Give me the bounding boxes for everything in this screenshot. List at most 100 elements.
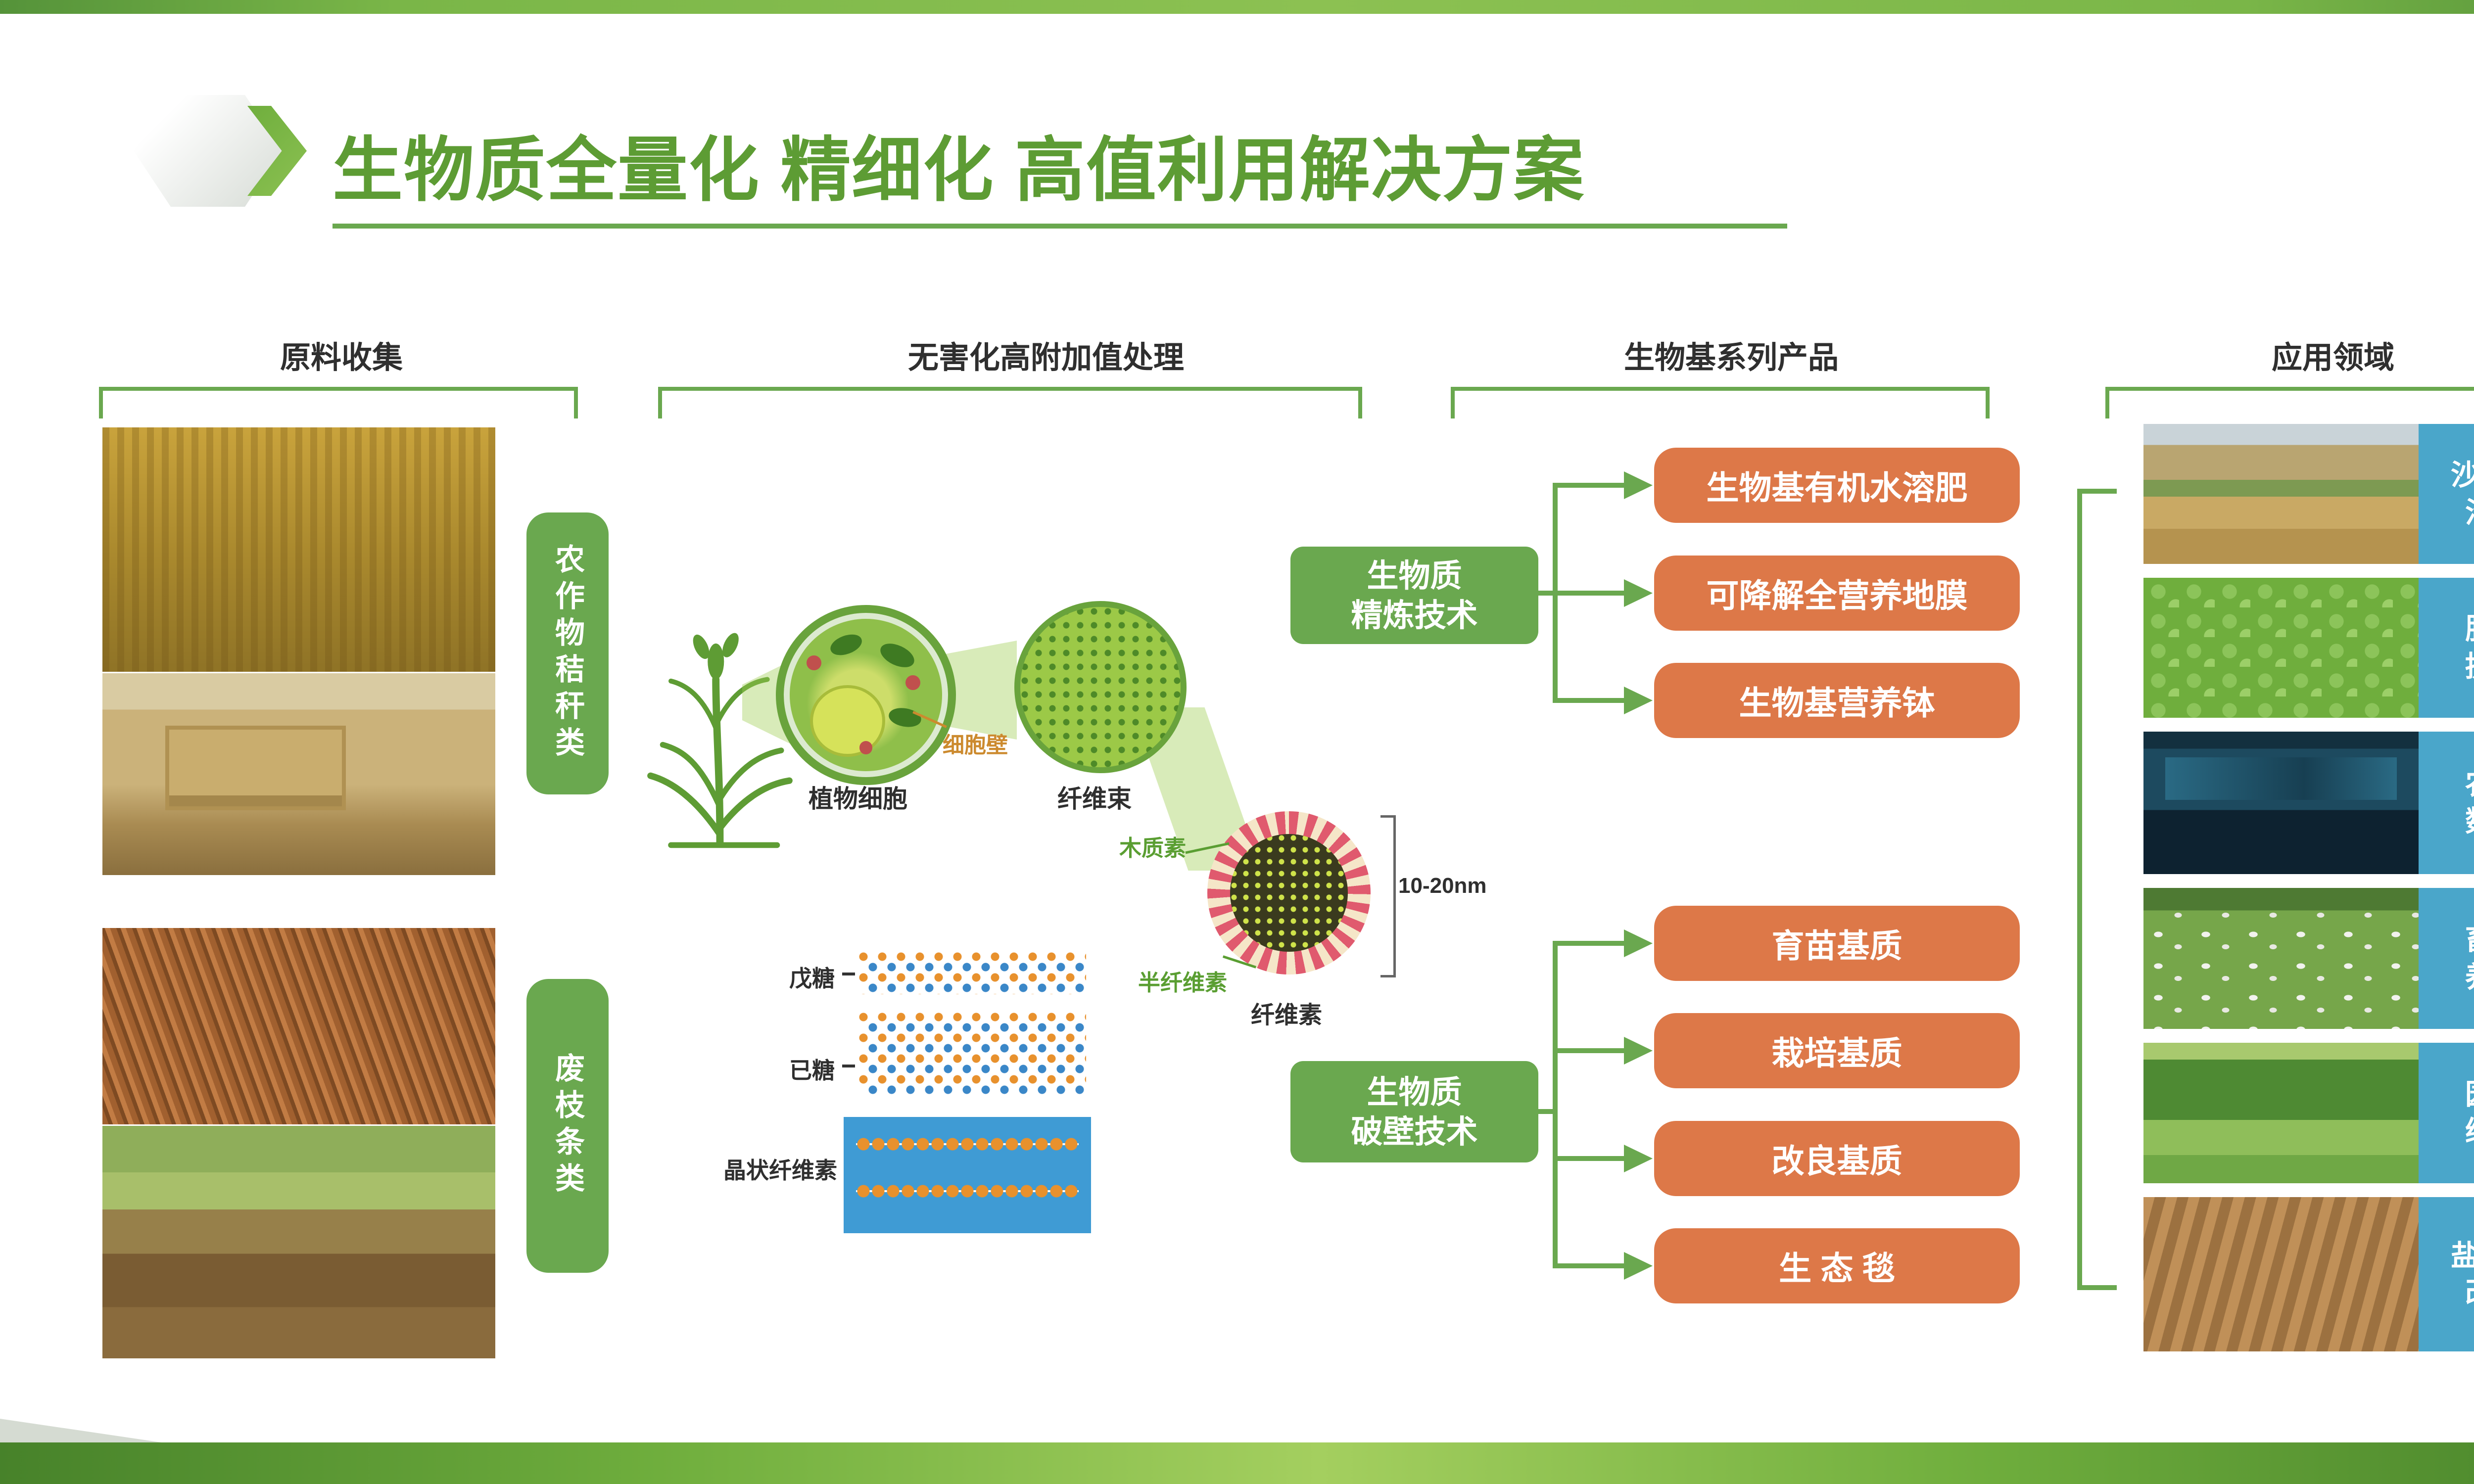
- label-fiber-bundle: 纤维束: [1057, 785, 1132, 813]
- product-ecological-blanket: 生 态 毯: [1654, 1228, 2020, 1303]
- app-label-line: 沙漠化: [2450, 459, 2474, 492]
- fiber-bundle-diagram: [1014, 601, 1187, 773]
- connector-line: [1553, 1156, 1628, 1161]
- label-lignin: 木质素: [1119, 835, 1187, 861]
- connector-line: [1553, 483, 1628, 488]
- app-label-desertification: 沙漠化 治理: [2419, 424, 2474, 564]
- label-cellulose: 纤维素: [1251, 1002, 1323, 1028]
- connector-line: [1553, 698, 1628, 703]
- product-water-soluble-fertilizer: 生物基有机水溶肥: [1654, 448, 2020, 523]
- photo-saline-land: [2143, 1197, 2419, 1351]
- photo-landscaping: [2143, 1043, 2419, 1183]
- cellulose-chain: [856, 1137, 1079, 1152]
- header-raw-collection: 原料收集: [280, 341, 403, 375]
- wall-breaking-tech-box: 生物质 破壁技术: [1290, 1061, 1538, 1162]
- cell-nucleus: [810, 685, 885, 757]
- arrow-icon: [1624, 687, 1653, 714]
- app-label-landscaping: 园林 绿化: [2419, 1043, 2474, 1183]
- photo-waste-branches: [102, 928, 495, 1124]
- app-label-saline-land: 盐碱地 改良: [2419, 1197, 2474, 1351]
- app-label-line: 改良: [2465, 1274, 2474, 1311]
- bracket-raw-collection: [99, 387, 578, 418]
- app-label-line: 肥力: [2465, 610, 2474, 648]
- bracket-products: [1451, 387, 1990, 418]
- arrow-icon: [1624, 929, 1653, 957]
- pentose-dash: [842, 973, 855, 975]
- connector-line: [1536, 591, 1628, 596]
- category-waste-branches: 废枝条类: [526, 979, 609, 1273]
- cell-organelle: [859, 741, 873, 754]
- cell-organelle: [807, 655, 822, 671]
- page-title: 生物质全量化 精细化 高值利用解决方案: [333, 131, 1585, 210]
- top-accent-bar: [0, 0, 2474, 14]
- app-label-line: 养殖: [2465, 959, 2474, 996]
- app-label-line: 畜牧: [2465, 921, 2474, 958]
- header-processing: 无害化高附加值处理: [907, 341, 1184, 375]
- footer-fold-right: [2471, 1419, 2474, 1443]
- header-applications: 应用领域: [2271, 341, 2394, 375]
- label-hemicellulose: 半纤维素: [1138, 970, 1228, 995]
- product-seedling-substrate: 育苗基质: [1654, 906, 2020, 981]
- wall-breaking-tech-line2: 破壁技术: [1351, 1113, 1478, 1150]
- app-label-line: 农业: [2465, 766, 2474, 803]
- photo-corn-straw: [102, 427, 495, 672]
- bracket-applications: [2105, 387, 2474, 418]
- refining-tech-box: 生物质 精炼技术: [1290, 547, 1538, 644]
- photo-desertification: [2143, 424, 2419, 564]
- crystalline-cellulose-diagram: [844, 1117, 1091, 1233]
- app-label-line: 提升: [2465, 648, 2474, 685]
- cellulose-chain: [856, 1184, 1079, 1199]
- label-hexose: 已糖: [789, 1058, 835, 1083]
- photo-fertility: [2143, 578, 2419, 718]
- app-label-line: 园林: [2465, 1076, 2474, 1113]
- product-nutrient-pot: 生物基营养钵: [1654, 663, 2020, 738]
- connector-line: [1553, 1048, 1628, 1053]
- app-label-line: 治理: [2465, 494, 2474, 531]
- connector-trunk: [1553, 483, 1558, 703]
- photo-orchard-branches: [102, 1126, 495, 1358]
- cell-organelle: [887, 705, 923, 729]
- app-label-line: 绿化: [2465, 1113, 2474, 1150]
- cell-organelle: [827, 631, 865, 659]
- app-label-line: 数据: [2465, 803, 2474, 840]
- hexose-dash: [842, 1065, 855, 1067]
- connector-line: [1553, 1263, 1628, 1268]
- pentose-bead-rows: [858, 951, 1086, 994]
- connector-line: [1536, 1109, 1558, 1114]
- footer-fold-left: [0, 1419, 168, 1443]
- hexose-bead-rows: [858, 1011, 1086, 1094]
- arrow-icon: [1624, 1252, 1653, 1280]
- arrow-icon: [1624, 471, 1653, 499]
- title-underline: [333, 224, 1787, 229]
- refining-tech-line1: 生物质: [1367, 557, 1462, 594]
- label-crystalline-cellulose: 晶状纤维素: [723, 1158, 837, 1183]
- fiber-cross-section-diagram: [1207, 811, 1371, 974]
- app-label-agriculture-data: 农业 数据: [2419, 732, 2474, 874]
- plant-cell-diagram: [776, 605, 956, 785]
- arrow-icon: [1624, 1145, 1653, 1172]
- label-pentose: 戊糖: [789, 966, 835, 991]
- app-label-livestock: 畜牧 养殖: [2419, 888, 2474, 1029]
- product-cultivation-substrate: 栽培基质: [1654, 1013, 2020, 1088]
- bracket-processing: [658, 387, 1362, 418]
- app-label-line: 盐碱地: [2450, 1239, 2474, 1272]
- photo-livestock: [2143, 888, 2419, 1029]
- category-crop-straw: 农作物秸秆类: [526, 512, 609, 794]
- app-label-fertility: 肥力 提升: [2419, 578, 2474, 718]
- header-products: 生物基系列产品: [1623, 341, 1839, 375]
- arrow-icon: [1624, 1037, 1653, 1065]
- fiber-cross-section-core: [1230, 834, 1348, 952]
- cell-organelle: [876, 639, 918, 672]
- wall-breaking-tech-line1: 生物质: [1367, 1074, 1462, 1110]
- refining-tech-line2: 精炼技术: [1351, 597, 1478, 633]
- bottom-accent-bar: [0, 1442, 2474, 1484]
- photo-straw-bales: [102, 673, 495, 875]
- cell-organelle: [905, 675, 920, 691]
- product-improvement-substrate: 改良基质: [1654, 1121, 2020, 1196]
- applications-bracket: [2077, 489, 2117, 1290]
- scale-measure-bracket: [1380, 815, 1396, 977]
- plant-illustration: [638, 544, 802, 851]
- photo-agriculture-data: [2143, 732, 2419, 874]
- label-scale: 10-20nm: [1398, 874, 1487, 898]
